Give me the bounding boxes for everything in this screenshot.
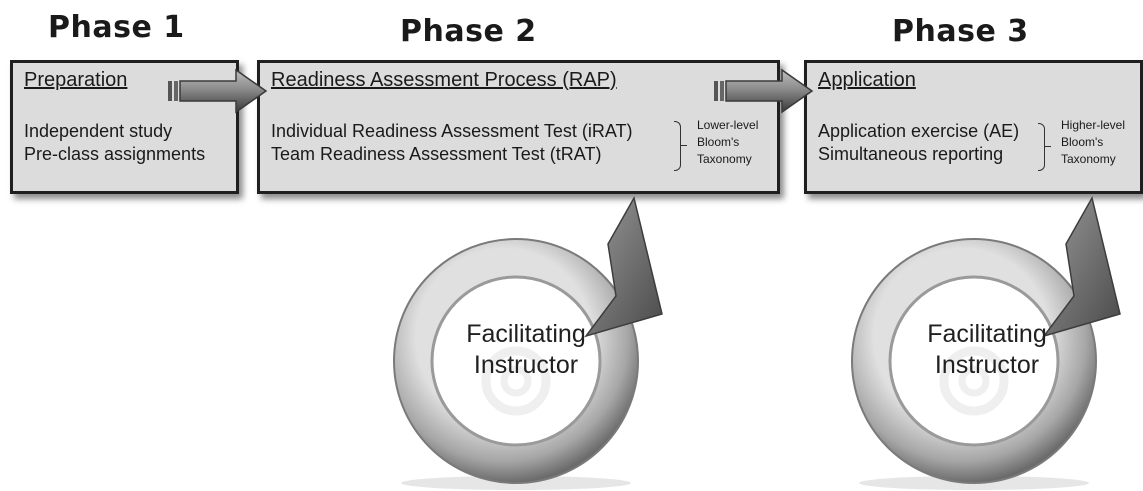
application-heading: Application (818, 69, 916, 91)
rap-taxonomy-2: Bloom's (697, 135, 740, 149)
application-taxonomy-1: Higher-level (1061, 118, 1126, 132)
cycle-arrow-icon (393, 196, 663, 490)
phase-1-title: Phase 1 (48, 10, 185, 45)
rap-taxonomy-3: Taxonomy (697, 152, 752, 166)
cycle-2-label-line-1: Facilitating (927, 320, 1047, 348)
preparation-line-1: Independent study (24, 121, 173, 141)
rap-taxonomy-1: Lower-level (697, 118, 759, 132)
application-line-1: Application exercise (AE) (818, 121, 1020, 141)
rap-line-2: Team Readiness Assessment Test (tRAT) (271, 144, 602, 164)
cycle-arrow-icon (851, 196, 1121, 490)
application-line-2: Simultaneous reporting (818, 144, 1004, 164)
application-box: Application Application exercise (AE) Si… (804, 60, 1143, 194)
arrow-right-icon (168, 68, 268, 114)
application-taxonomy-3: Taxonomy (1061, 152, 1116, 166)
application-taxonomy-2: Bloom's (1061, 135, 1104, 149)
phase-3-title: Phase 3 (892, 14, 1029, 49)
rap-box: Readiness Assessment Process (RAP) Indiv… (257, 60, 780, 194)
rap-line-1: Individual Readiness Assessment Test (iR… (271, 121, 633, 141)
application-brace (1038, 123, 1045, 171)
application-brace-tick (1044, 146, 1051, 147)
rap-brace-tick (680, 145, 687, 146)
preparation-heading: Preparation (24, 69, 128, 91)
phase-2-title: Phase 2 (400, 14, 537, 49)
cycle-2-label-line-2: Instructor (934, 351, 1040, 379)
cycle-1-label-line-2: Instructor (473, 351, 579, 379)
cycle-1-label-line-1: Facilitating (466, 320, 586, 348)
preparation-line-2: Pre-class assignments (24, 144, 206, 164)
arrow-right-icon (714, 68, 814, 114)
rap-brace (674, 121, 681, 171)
rap-heading: Readiness Assessment Process (RAP) (271, 69, 617, 91)
